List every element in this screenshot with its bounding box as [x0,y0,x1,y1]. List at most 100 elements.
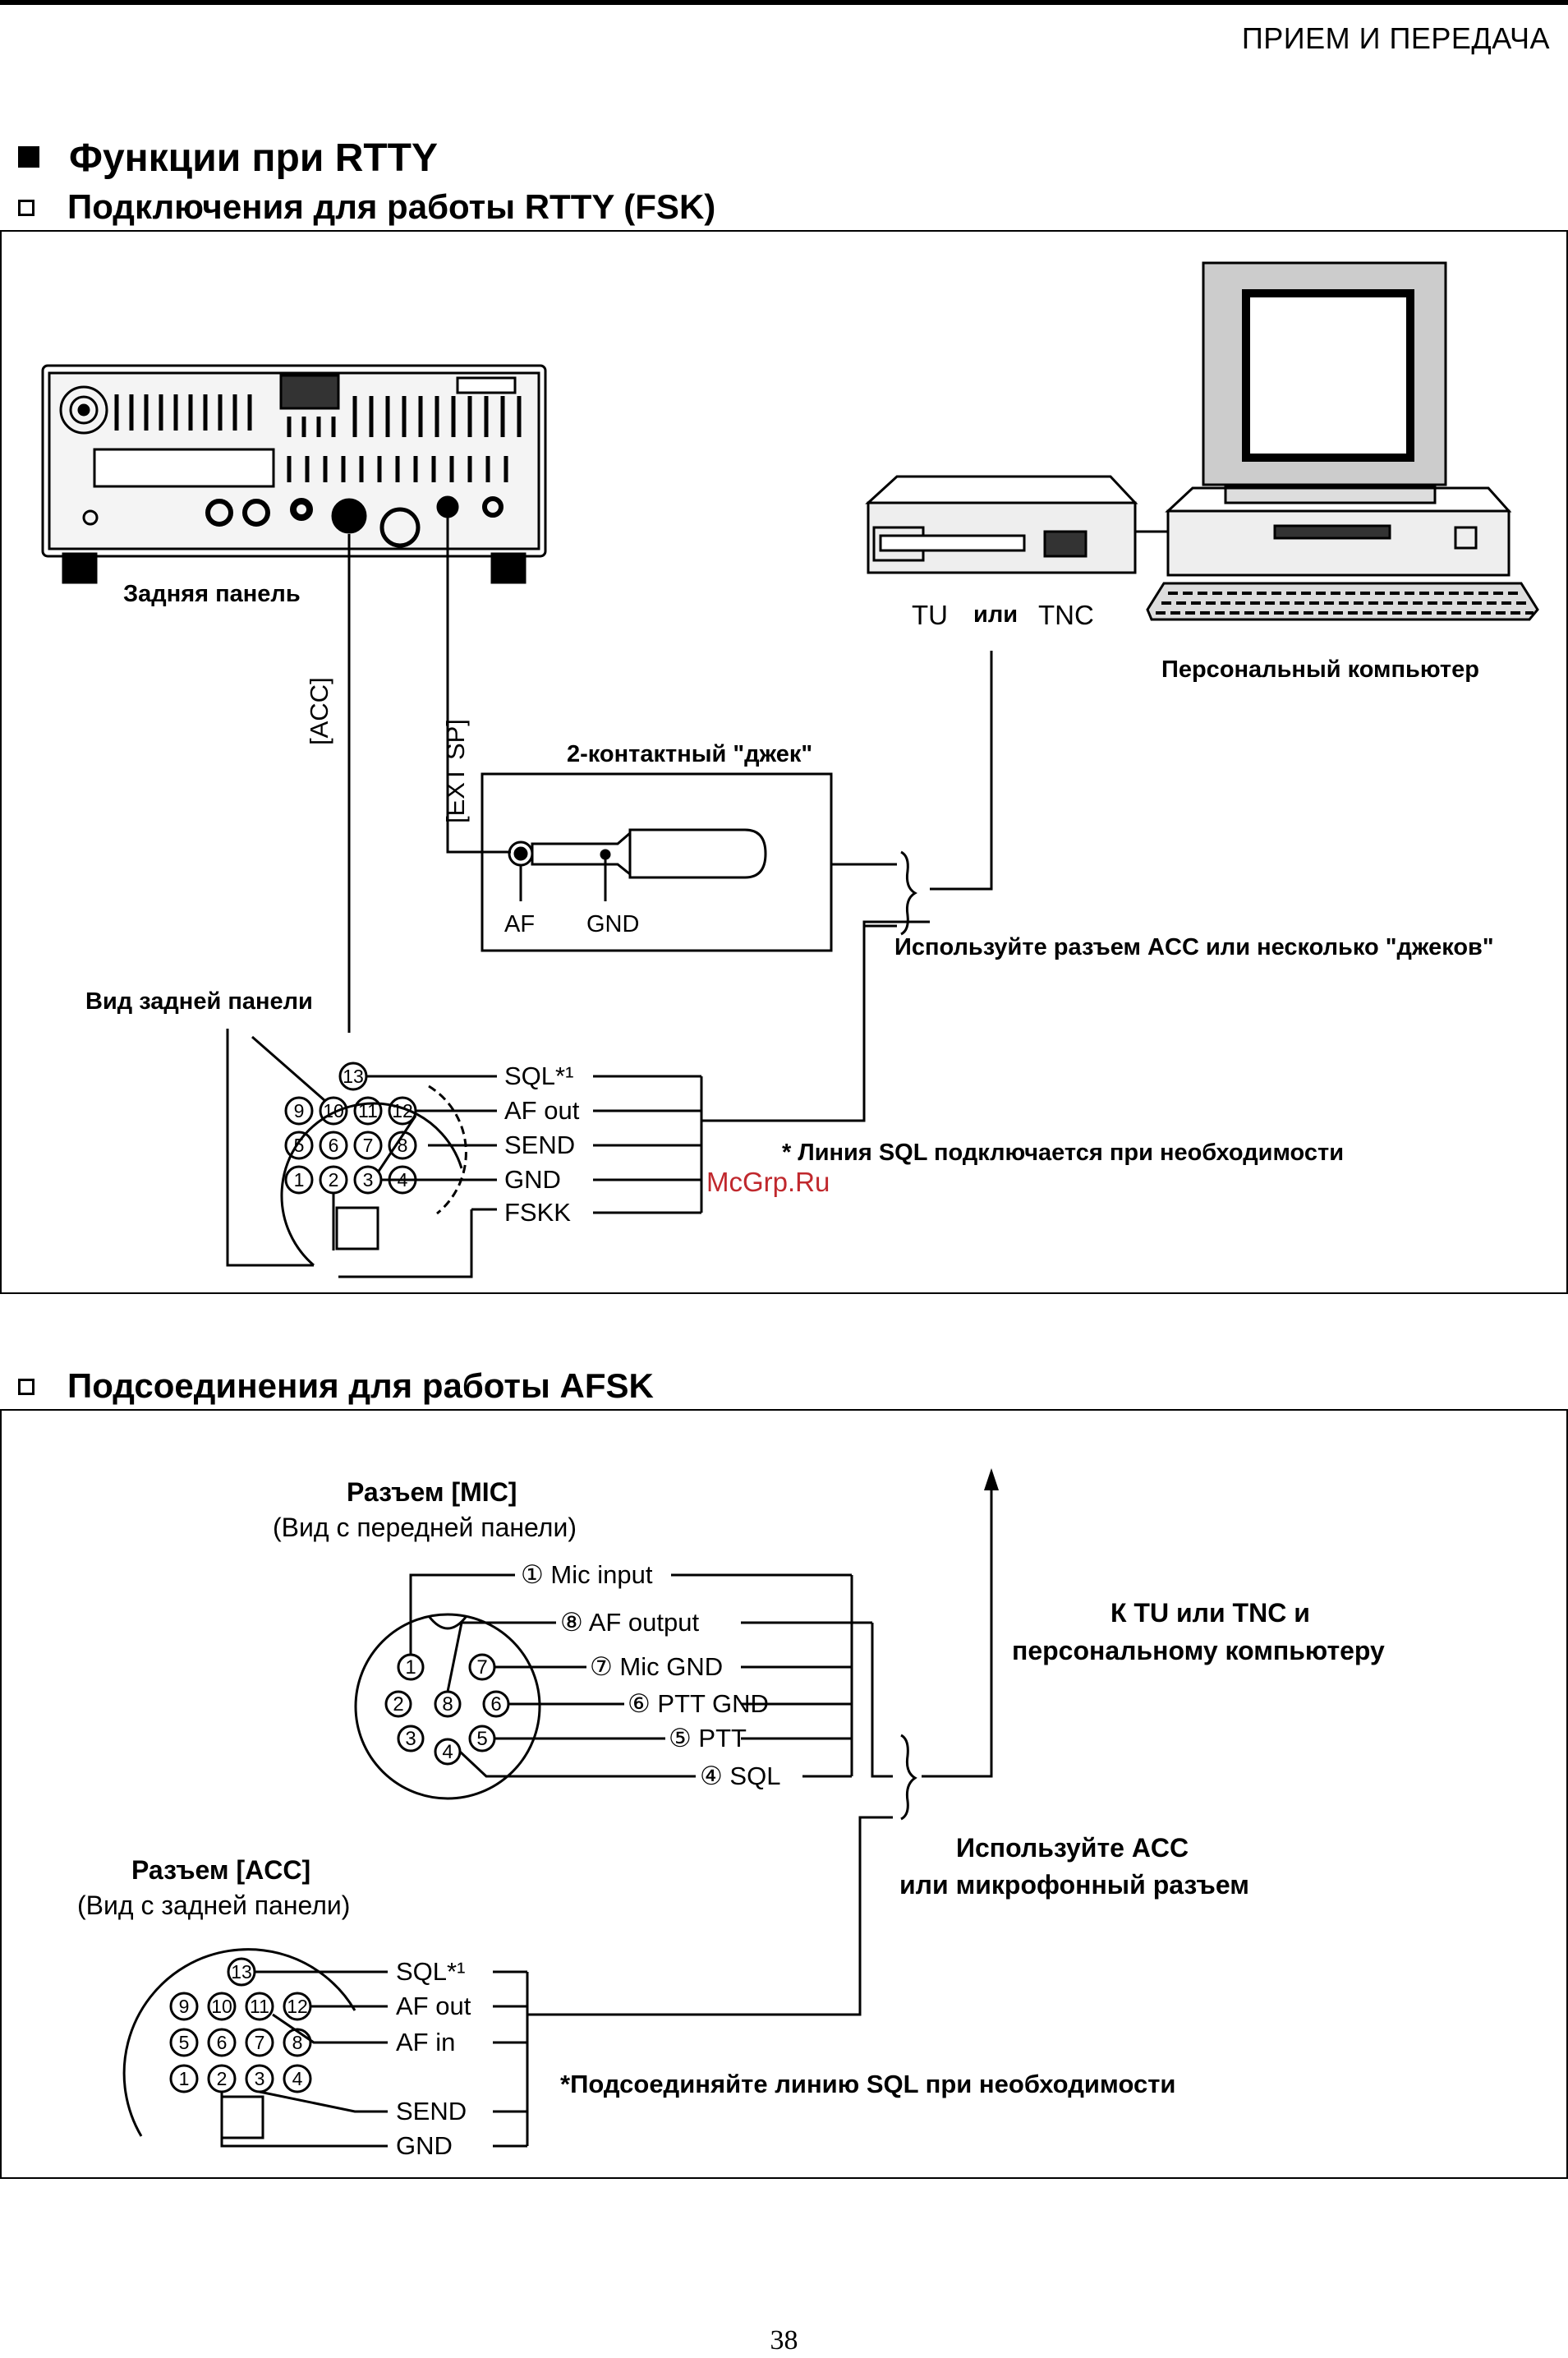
acc-pin-fskk: FSKK [504,1198,571,1227]
use-acc-note: Используйте разъем ACC или несколько "дж… [894,934,1494,960]
pin-number: 2 [217,2068,228,2089]
open-square-bullet-icon [18,199,34,216]
pin-number: 13 [343,1066,364,1087]
pin-number: 6 [329,1135,339,1156]
pin-number: 5 [179,2032,190,2053]
afsk-diagram-frame: Разъем [MIC] (Вид с передней панели) 1 7… [0,1409,1568,2179]
pin-number: 4 [442,1741,453,1763]
pin-number: 13 [231,1961,252,1983]
pin-number: 8 [442,1693,453,1716]
transceiver-rear-icon [41,364,547,584]
pin-number: 9 [294,1100,305,1121]
acc-bottom-pin-af-out: AF out [396,1992,471,2020]
to-tu-line1: К TU или TNC и [1110,1598,1310,1628]
pin-number: 2 [393,1693,403,1716]
acc-bottom-pin-sql: SQL*¹ [396,1957,465,1986]
acc-cable-label: [ACC] [305,677,333,745]
acc-bottom-pin-af-in: AF in [396,2028,455,2056]
pin-number: 6 [217,2032,228,2053]
use-acc-line2: или микрофонный разъем [899,1870,1249,1900]
fsk-subheading: Подключения для работы RTTY (FSK) [18,187,715,227]
mic-pin-8: ⑧ AF output [560,1608,699,1637]
watermark: McGrp.Ru [706,1167,830,1197]
fsk-wires [347,517,993,1122]
pin-number: 2 [329,1169,339,1191]
pin-number: 7 [476,1656,487,1679]
pin-number: 9 [179,1996,190,2017]
afsk-diagram: Разъем [MIC] (Вид с передней панели) 1 7… [77,1468,1385,2160]
acc-pin-gnd: GND [504,1165,561,1194]
rear-panel-label: Задняя панель [123,581,301,607]
mic-pin-wires [409,1481,993,2016]
pin-number: 5 [294,1135,305,1156]
pin-number: 10 [323,1100,344,1121]
mic-pin-numbers: 1 7 2 8 6 3 4 5 [384,1653,510,1766]
acc-connector-title: Разъем [ACC] [131,1855,310,1885]
pin-number: 7 [363,1135,374,1156]
pin-number: 5 [476,1728,487,1750]
tu-label: TU [912,600,948,630]
acc-pin-af-out: AF out [504,1096,580,1125]
arrow-up-icon [984,1468,999,1490]
tnc-unit-icon [865,475,1168,574]
afsk-subheading: Подсоединения для работы AFSK [18,1366,654,1406]
pc-label: Персональный компьютер [1161,656,1479,683]
gnd-label: GND [586,911,639,937]
phone-plug-icon [508,828,767,901]
pin-number: 8 [292,2032,303,2053]
brace-icon [900,1734,917,1821]
af-label: AF [504,911,535,937]
mic-pin-6: ⑥ PTT GND [628,1689,769,1718]
pin-number: 4 [292,2068,303,2089]
pin-number: 1 [294,1169,305,1191]
acc-pin-numbers: 13 9 10 11 12 5 6 7 8 1 2 3 4 [284,1062,417,1195]
fsk-diagram-frame: Задняя панель TU или TNC Персональный ко… [0,230,1568,1294]
main-heading-text: Функции при RTTY [69,136,439,180]
pin-number: 3 [363,1169,374,1191]
mic-pin-7: ⑦ Mic GND [590,1652,723,1681]
vent-slots-icon [114,394,522,482]
pin-number: 6 [490,1693,501,1716]
fsk-diagram: Задняя панель TU или TNC Персональный ко… [41,261,1539,1278]
tnc-label: TNC [1038,600,1094,630]
rear-view-label: Вид задней панели [85,988,313,1015]
pin-number: 8 [398,1135,408,1156]
acc-pin-wires [251,1035,708,1278]
use-acc-line1: Используйте ACC [956,1833,1189,1863]
pin-number: 11 [358,1100,378,1121]
pin-number: 10 [211,1996,232,2017]
mic-pin-1: ① Mic input [521,1560,653,1589]
brace-icon [900,850,917,936]
mic-connector-title: Разъем [MIC] [347,1477,517,1507]
mic-pin-5: ⑤ PTT [669,1724,747,1752]
filled-square-bullet-icon [18,146,39,168]
pin-number: 1 [179,2068,190,2089]
to-tu-line2: персональному компьютеру [1012,1636,1385,1665]
mic-connector-view: (Вид с передней панели) [273,1513,577,1542]
acc-bottom-pin-wires [220,1970,529,2148]
acc-bottom-pin-send: SEND [396,2097,467,2125]
pin-number: 7 [255,2032,265,2053]
pin-number: 12 [287,1996,308,2017]
main-heading: Функции при RTTY [18,136,438,181]
acc-connector-view: (Вид с задней панели) [77,1891,350,1920]
fsk-subheading-text: Подключения для работы RTTY (FSK) [67,187,716,226]
fsk-footnote: * Линия SQL подключается при необходимос… [782,1140,1344,1166]
top-rule [0,0,1568,5]
pin-number: 3 [255,2068,265,2089]
afsk-subheading-text: Подсоединения для работы AFSK [67,1366,654,1405]
pin-number: 1 [405,1656,416,1679]
extsp-cable-label: [EXT SP] [441,719,470,823]
pin-number: 11 [250,1996,269,2017]
keyboard-keys-icon [1156,592,1534,615]
afsk-footnote: *Подсоединяйте линию SQL при необходимос… [560,2070,1175,2098]
acc-pin-send: SEND [504,1131,575,1159]
pin-number: 12 [392,1100,413,1121]
jack-title: 2-контактный "джек" [567,741,812,767]
mic-connector-icon [354,1613,541,1800]
acc-pin-sql: SQL*¹ [504,1062,573,1090]
acc-bottom-pin-numbers: 13 9 10 11 12 5 6 7 8 1 2 3 4 [169,1957,312,2093]
mic-pin-4: ④ SQL [700,1762,780,1790]
open-square-bullet-icon [18,1378,34,1395]
or-label: или [973,601,1018,628]
